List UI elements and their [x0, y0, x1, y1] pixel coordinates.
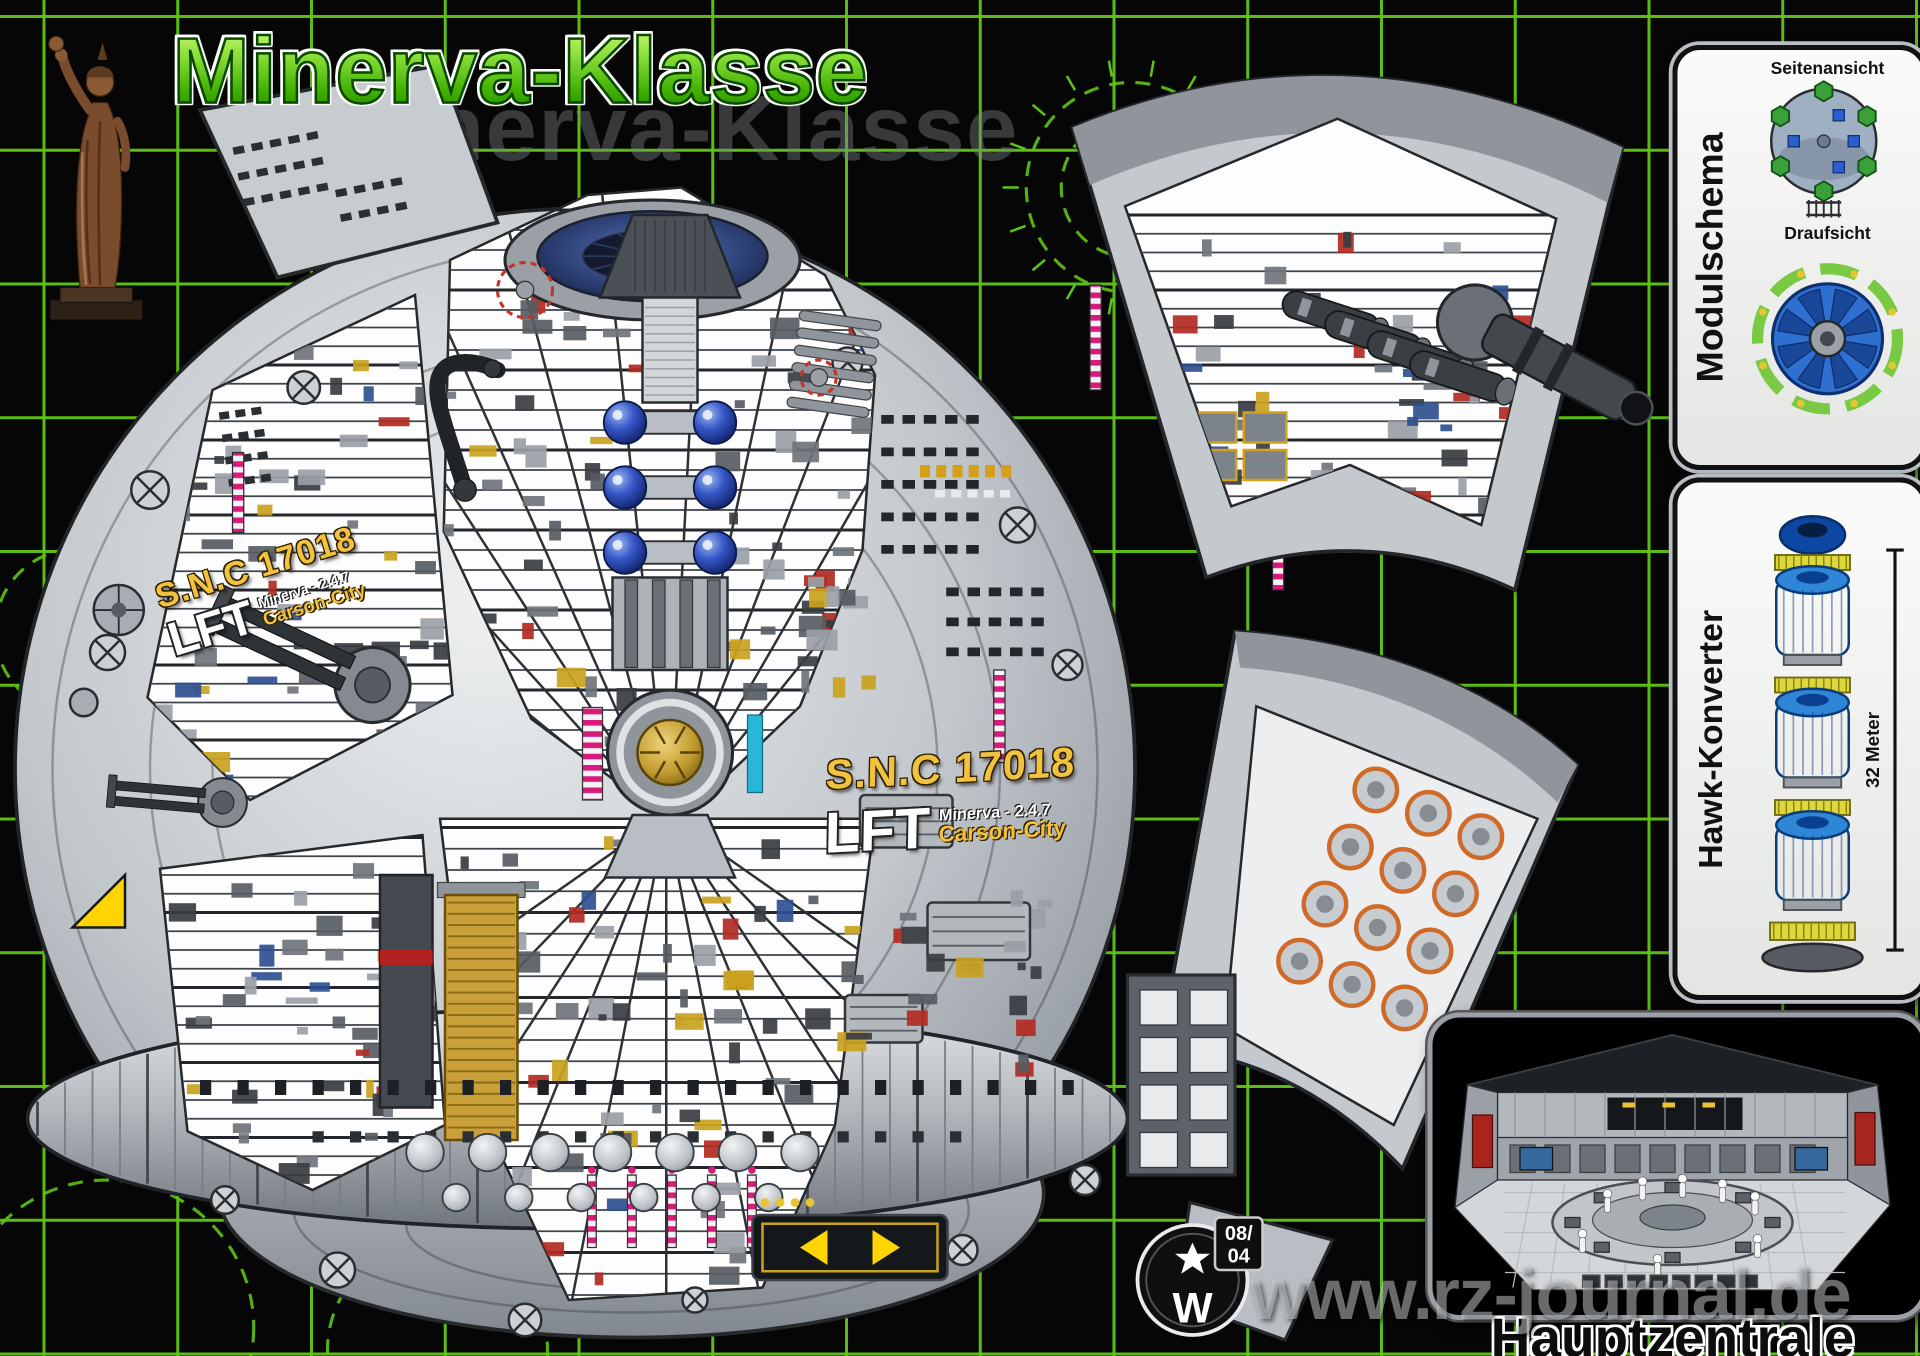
ribbed-converter-tower [443, 893, 519, 1142]
site-watermark: www.rz-journal.de [1250, 1253, 1852, 1335]
side-view-label: Seitenansicht [1770, 57, 1885, 78]
reactor-core [636, 718, 704, 787]
segment-turret [1435, 283, 1654, 426]
ship-registry-center: S.N.C 17018 LFT Minerva - 2.4.7 Carson-C… [824, 738, 1076, 866]
hull-details [68, 115, 1477, 1338]
registry-port: Carson-City [938, 815, 1067, 848]
registry-org: LFT [824, 794, 931, 866]
hawk-converter-illustration: 32 Meter [1761, 515, 1904, 973]
hauptzentrale-title: Hauptzentrale [1490, 1307, 1855, 1356]
hawk-converter-panel: Hawk-Konverter 32 Meter [1672, 477, 1920, 1000]
hawk-scale-label: 32 Meter [1862, 711, 1883, 788]
segment-capsule-bay [1276, 766, 1505, 1032]
opened-hull-plate [197, 62, 500, 280]
core-gravo-spheres [602, 400, 738, 575]
minerva-statue [48, 35, 144, 321]
modulschema-panel: Modulschema Seitenansicht Draufsicht [1672, 45, 1920, 470]
central-core [378, 198, 802, 1142]
top-view-label: Draufsicht [1784, 222, 1871, 243]
issue-stamp: W 08/ 04 [1135, 1216, 1264, 1337]
star-icon [1175, 1242, 1210, 1274]
modulschema-title: Modulschema [1690, 132, 1732, 383]
stamp-issue-top: 08/ [1225, 1223, 1253, 1245]
stamp-issue-bottom: 04 [1228, 1246, 1251, 1268]
module-side-view-diagram [1770, 80, 1878, 218]
stamp-letter: W [1172, 1286, 1213, 1333]
poster-title: Minerva-Klasse [171, 18, 869, 124]
separated-hull-segment-top [1070, 74, 1654, 593]
hauptzentrale-panel [1427, 1012, 1920, 1320]
red-door-left [1471, 1114, 1494, 1169]
red-door-right [1854, 1111, 1876, 1166]
control-center-scene [1454, 1034, 1891, 1291]
module-top-view-diagram [1751, 263, 1904, 415]
